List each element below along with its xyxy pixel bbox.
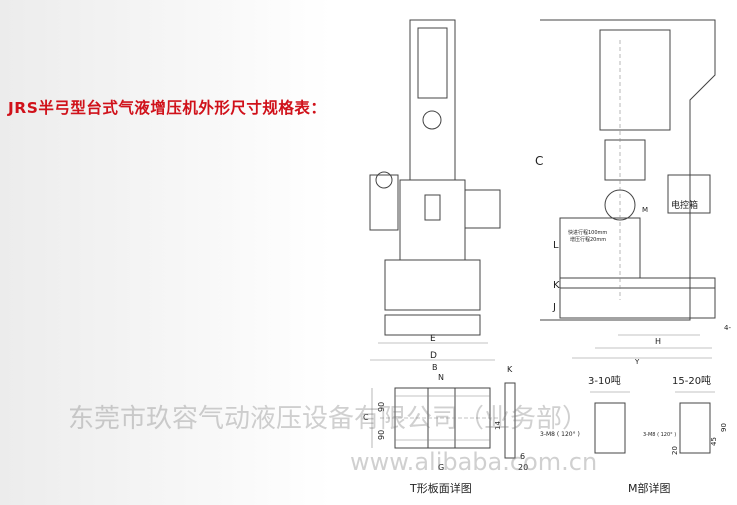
label-hole: 4- <box>724 324 731 332</box>
watermark-company: 东莞市玖容气动液压设备有限公司（业务部） <box>68 404 589 434</box>
m-left-thread: 3-M8 ( 120° ) <box>540 431 580 438</box>
label-H: H <box>655 337 661 346</box>
label-Y: Y <box>634 358 640 366</box>
label-D: D <box>430 351 437 361</box>
m-left-title: 3-10吨 <box>588 374 621 387</box>
label-M: M <box>642 206 648 214</box>
m-right-thread: 3-M8 ( 120° ) <box>643 432 676 438</box>
dim-90-bottom: 90 <box>377 430 386 440</box>
dim-90-top: 90 <box>377 402 386 412</box>
fast-stroke-label: 快进行程100mm <box>568 229 607 236</box>
boost-stroke-label: 增压行程20mm <box>570 236 606 243</box>
m-dim-20: 20 <box>671 446 679 455</box>
label-E: E <box>430 334 436 344</box>
label-K: K <box>553 280 560 291</box>
side-view: C L K J H Y M 4- 电控箱 快进行程100mm 增压行程20mm <box>535 19 731 366</box>
label-K-plate: K <box>507 365 513 374</box>
dim-6: 6 <box>520 452 525 461</box>
label-J: J <box>552 302 556 313</box>
label-C-plate: C <box>363 413 369 422</box>
m-right-title: 15-20吨 <box>672 374 711 387</box>
label-G: G <box>438 463 444 472</box>
label-N: N <box>438 373 444 382</box>
label-C: C <box>535 154 543 168</box>
t-plate-caption: T形板面详图 <box>409 481 472 495</box>
control-box-label: 电控箱 <box>671 199 698 211</box>
front-view: E D <box>369 19 501 361</box>
t-plate-detail: B N C K 90 90 14 6 20 G T形板面详图 <box>363 363 528 495</box>
dim-20: 20 <box>518 463 528 472</box>
dim-14: 14 <box>494 421 502 430</box>
watermark-site: www.alibaba.com.cn <box>350 448 598 476</box>
page-title: JRS半弓型台式气液增压机外形尺寸规格表： <box>8 99 327 117</box>
label-L: L <box>553 240 559 251</box>
label-B: B <box>432 363 438 372</box>
m-detail: 3-10吨 15-20吨 3-M8 ( 120° ) 3-M8 ( 120° )… <box>540 374 728 495</box>
m-dim-90: 90 <box>720 423 728 432</box>
m-dim-45: 45 <box>710 437 718 446</box>
m-detail-caption: M部详图 <box>628 481 671 495</box>
